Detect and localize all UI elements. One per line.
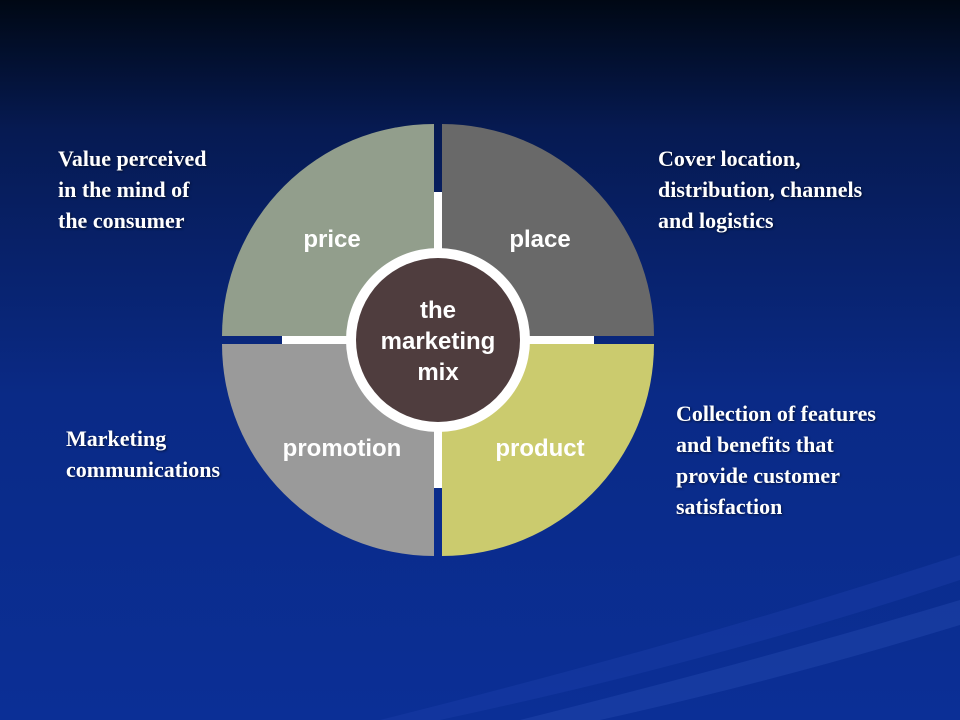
place-annotation: Cover location, distribution, channels a…: [658, 146, 863, 233]
promotion-annotation: Marketing communications: [66, 426, 220, 482]
hub-line-1: the: [420, 297, 456, 324]
separator-bottom: [434, 416, 442, 488]
hub-line-2: marketing: [381, 328, 496, 355]
promotion-label: promotion: [283, 435, 402, 462]
price-label: price: [303, 226, 360, 253]
separator-right: [518, 336, 594, 344]
product-annotation: Collection of features and benefits that…: [676, 401, 876, 519]
hub-line-3: mix: [417, 359, 459, 386]
product-label: product: [495, 435, 584, 462]
price-annotation: Value perceived in the mind of the consu…: [58, 146, 207, 233]
separator-left: [282, 336, 358, 344]
hub-circle: [356, 258, 520, 422]
place-label: place: [509, 226, 570, 253]
separator-top: [434, 192, 442, 264]
